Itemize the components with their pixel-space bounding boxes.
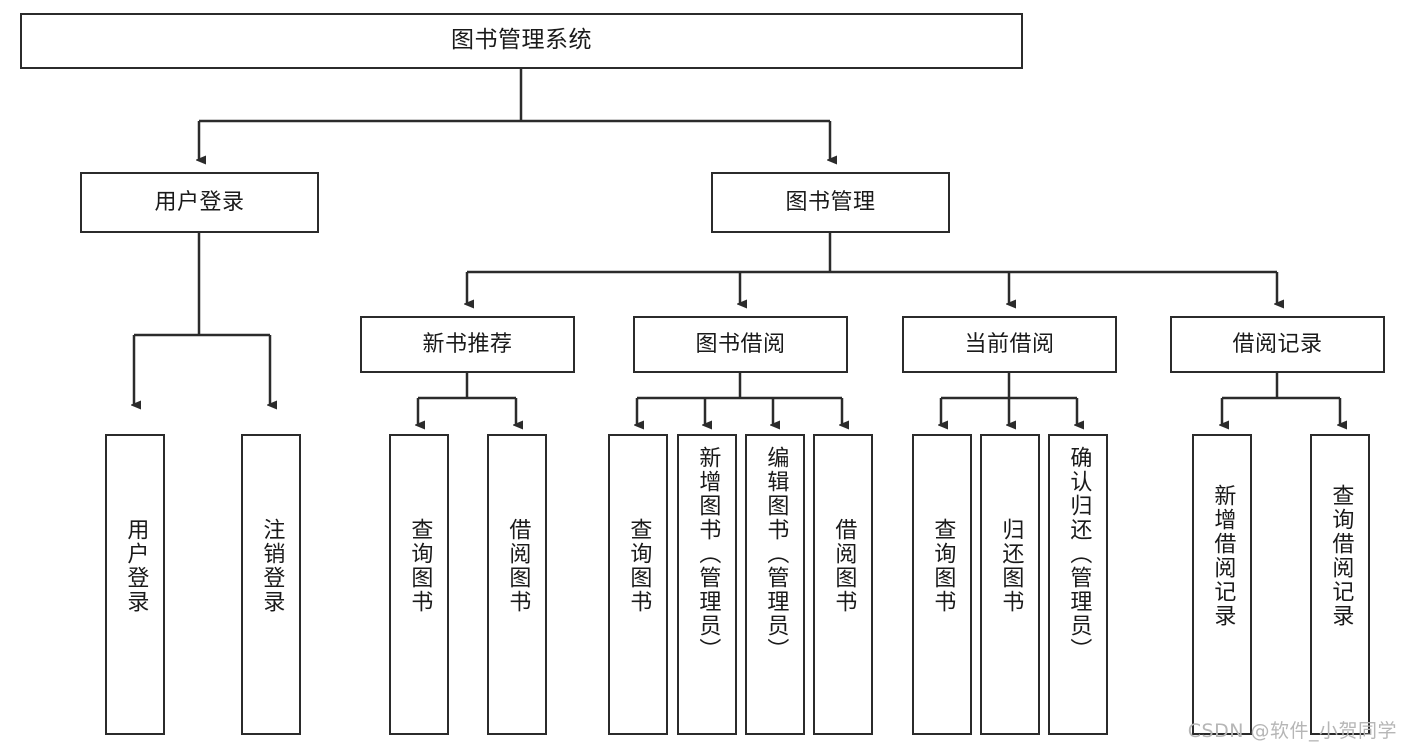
node-label: 新书推荐 [422, 331, 513, 357]
csdn-watermark: CSDN @软件_小贺同学 [1187, 720, 1397, 742]
node-label: 借阅图书 [505, 518, 531, 614]
leaf-return-book[interactable]: 归还图书 [980, 434, 1040, 735]
node-label: 确认归还（管理员） [1066, 446, 1092, 662]
node-label: 查询借阅记录 [1328, 484, 1354, 628]
leaf-logout[interactable]: 注销登录 [241, 434, 301, 735]
node-new-book-recommend[interactable]: 新书推荐 [360, 316, 575, 373]
leaf-query-book-current[interactable]: 查询图书 [912, 434, 972, 735]
node-book-borrow[interactable]: 图书借阅 [633, 316, 848, 373]
node-user-login[interactable]: 用户登录 [80, 172, 319, 233]
node-label: 图书借阅 [695, 331, 786, 357]
leaf-query-book-borrow[interactable]: 查询图书 [608, 434, 668, 735]
node-label: 查询图书 [626, 518, 652, 614]
node-label: 注销登录 [259, 518, 285, 614]
leaf-query-book-recommend[interactable]: 查询图书 [389, 434, 449, 735]
node-label: 用户登录 [154, 189, 245, 215]
node-label: 图书管理 [785, 189, 876, 215]
leaf-add-book-admin[interactable]: 新增图书（管理员） [677, 434, 737, 735]
node-label: 查询图书 [930, 518, 956, 614]
node-label: 当前借阅 [964, 331, 1055, 357]
node-label: 编辑图书（管理员） [763, 446, 789, 662]
node-label: 用户登录 [123, 518, 149, 614]
leaf-edit-book-admin[interactable]: 编辑图书（管理员） [745, 434, 805, 735]
leaf-add-borrow-record[interactable]: 新增借阅记录 [1192, 434, 1252, 735]
node-label: 借阅图书 [831, 518, 857, 614]
node-root-system[interactable]: 图书管理系统 [20, 13, 1023, 69]
node-label: 新增图书（管理员） [695, 446, 721, 662]
node-label: 归还图书 [998, 518, 1024, 614]
leaf-user-login[interactable]: 用户登录 [105, 434, 165, 735]
node-label: 图书管理系统 [451, 27, 592, 54]
leaf-query-borrow-record[interactable]: 查询借阅记录 [1310, 434, 1370, 735]
leaf-borrow-book[interactable]: 借阅图书 [813, 434, 873, 735]
leaf-borrow-book-recommend[interactable]: 借阅图书 [487, 434, 547, 735]
node-label: 查询图书 [407, 518, 433, 614]
node-label: 借阅记录 [1232, 331, 1323, 357]
node-book-management[interactable]: 图书管理 [711, 172, 950, 233]
node-label: 新增借阅记录 [1210, 484, 1236, 628]
node-borrow-records[interactable]: 借阅记录 [1170, 316, 1385, 373]
leaf-confirm-return-admin[interactable]: 确认归还（管理员） [1048, 434, 1108, 735]
node-current-borrow[interactable]: 当前借阅 [902, 316, 1117, 373]
